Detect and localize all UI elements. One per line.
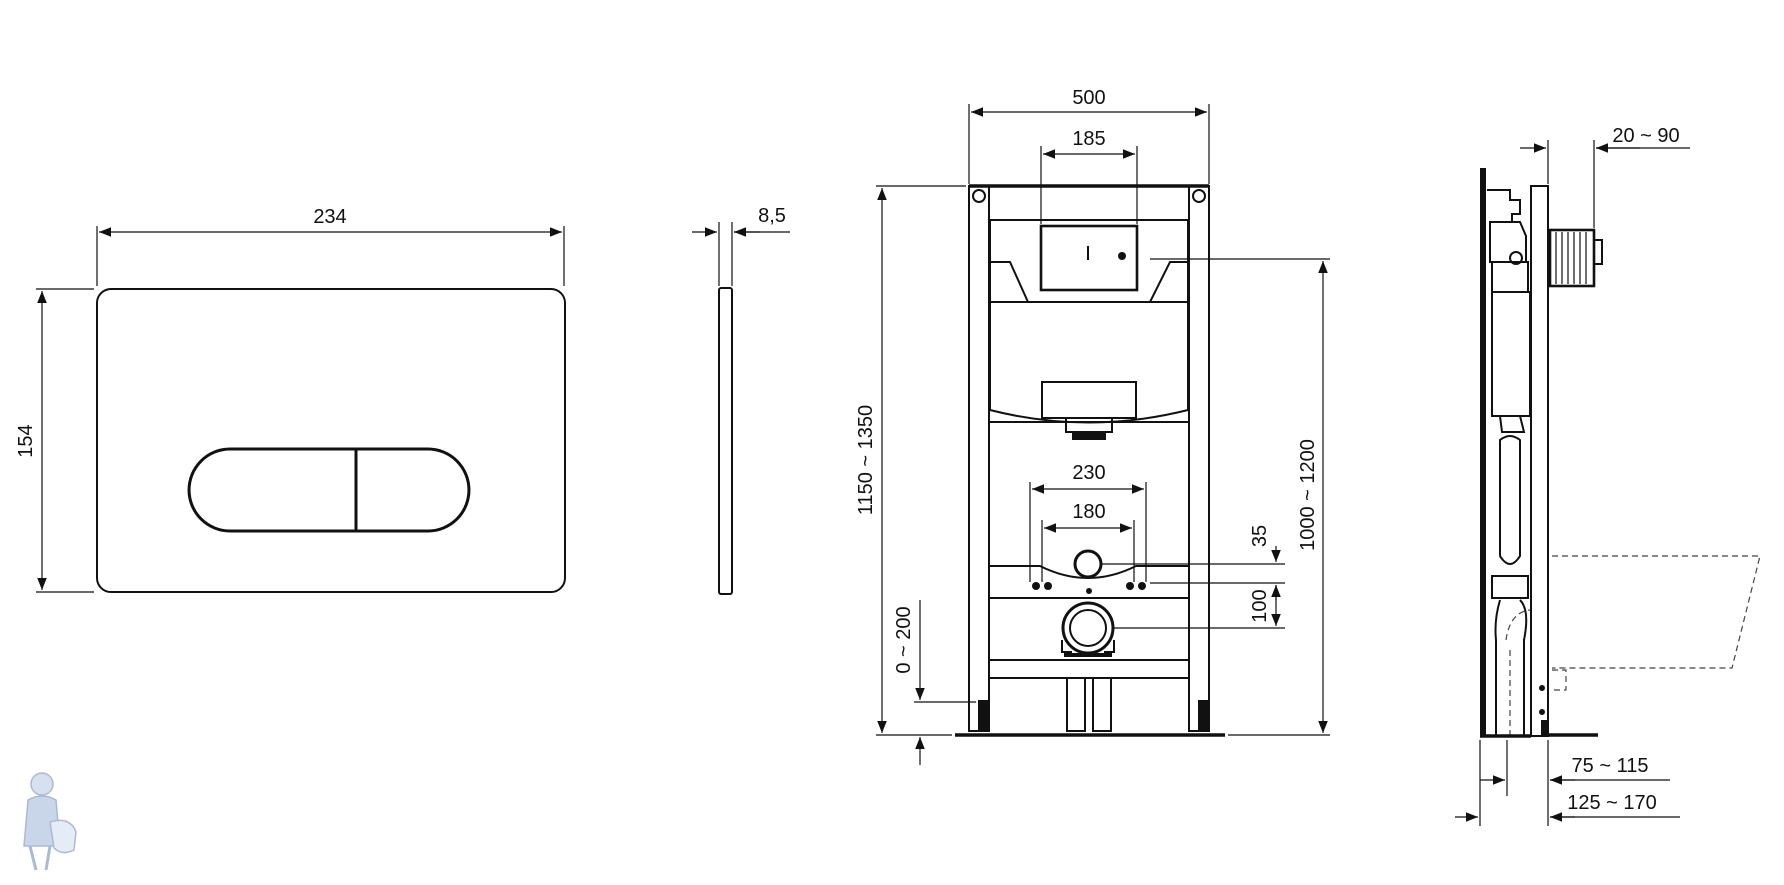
depth-a-dimension: 75 ~ 115 xyxy=(1480,740,1670,796)
flush-button-outline xyxy=(187,447,471,533)
plate-thickness-label: 8,5 xyxy=(758,205,786,227)
bolt-span-outer-dimension: 230 xyxy=(1029,462,1147,582)
offset-dimensions: 35 100 xyxy=(1102,525,1285,629)
plate-height-label: 154 xyxy=(15,424,37,457)
drain-offset-label: 100 xyxy=(1249,589,1271,622)
frame-width-dimension: 500 xyxy=(968,87,1210,184)
tank-width-dimension: 185 xyxy=(1040,128,1138,224)
bolt-span-inner-dimension: 180 xyxy=(1041,501,1135,582)
frame-profile xyxy=(1530,185,1549,737)
bolt-span-outer-label: 230 xyxy=(1072,462,1105,484)
drain-connection xyxy=(1061,601,1115,657)
plate-width-dimension: 234 xyxy=(96,206,565,286)
flush-plate-side-view: 8,5 xyxy=(692,205,790,595)
depth-adjust-dimension: 20 ~ 90 xyxy=(1520,125,1690,228)
flush-plate-front-view: 234 154 xyxy=(15,206,566,593)
depth-b-dimension: 125 ~ 170 xyxy=(1455,740,1680,826)
total-height-label: 1150 ~ 1350 xyxy=(855,405,877,515)
leg-adjust-dimension: 0 ~ 200 xyxy=(893,600,976,765)
leg-adjust-label: 0 ~ 200 xyxy=(893,606,915,673)
plate-height-dimension: 154 xyxy=(15,288,94,593)
cistern-flush-opening xyxy=(1039,224,1139,292)
toilet-bowl-outline xyxy=(1552,555,1761,669)
total-height-dimension: 1150 ~ 1350 xyxy=(855,185,966,736)
frame-left-upright xyxy=(968,185,990,732)
watermark xyxy=(1755,772,1768,776)
bolt-hole xyxy=(1126,582,1134,590)
bolt-hole xyxy=(1138,582,1146,590)
flush-plate-outline xyxy=(96,288,566,593)
installation-side-view: 20 ~ 90 75 ~ 115 125 ~ 170 xyxy=(1455,125,1761,826)
drain-spigot xyxy=(1548,228,1603,288)
cistern-side xyxy=(1487,189,1531,736)
depth-b-label: 125 ~ 170 xyxy=(1567,792,1657,814)
flush-plate-profile xyxy=(718,287,733,595)
bolt-rail xyxy=(990,549,1188,599)
tank-width-label: 185 xyxy=(1072,128,1105,150)
water-inlet xyxy=(1073,549,1103,579)
plate-width-label: 234 xyxy=(313,206,346,228)
frame-front-view: 500 185 230 180 1150 ~ 1350 xyxy=(855,87,1330,765)
bolt-span-inner-label: 180 xyxy=(1072,501,1105,523)
bolt-hole xyxy=(1044,582,1052,590)
plumber-mascot-logo xyxy=(23,772,77,871)
frame-leg-right xyxy=(1092,677,1112,732)
cistern xyxy=(989,219,1189,440)
frame-leg-left xyxy=(1066,677,1086,732)
flush-height-label: 1000 ~ 1200 xyxy=(1297,439,1319,551)
frame-width-label: 500 xyxy=(1072,87,1105,109)
depth-a-label: 75 ~ 115 xyxy=(1572,755,1649,777)
depth-adjust-label: 20 ~ 90 xyxy=(1612,125,1679,147)
wall-plate xyxy=(1480,168,1486,736)
flush-height-dimension: 1000 ~ 1200 xyxy=(1150,258,1330,736)
bolt-offset-label: 35 xyxy=(1249,525,1271,547)
frame-right-upright xyxy=(1188,185,1210,732)
bolt-hole xyxy=(1032,582,1040,590)
